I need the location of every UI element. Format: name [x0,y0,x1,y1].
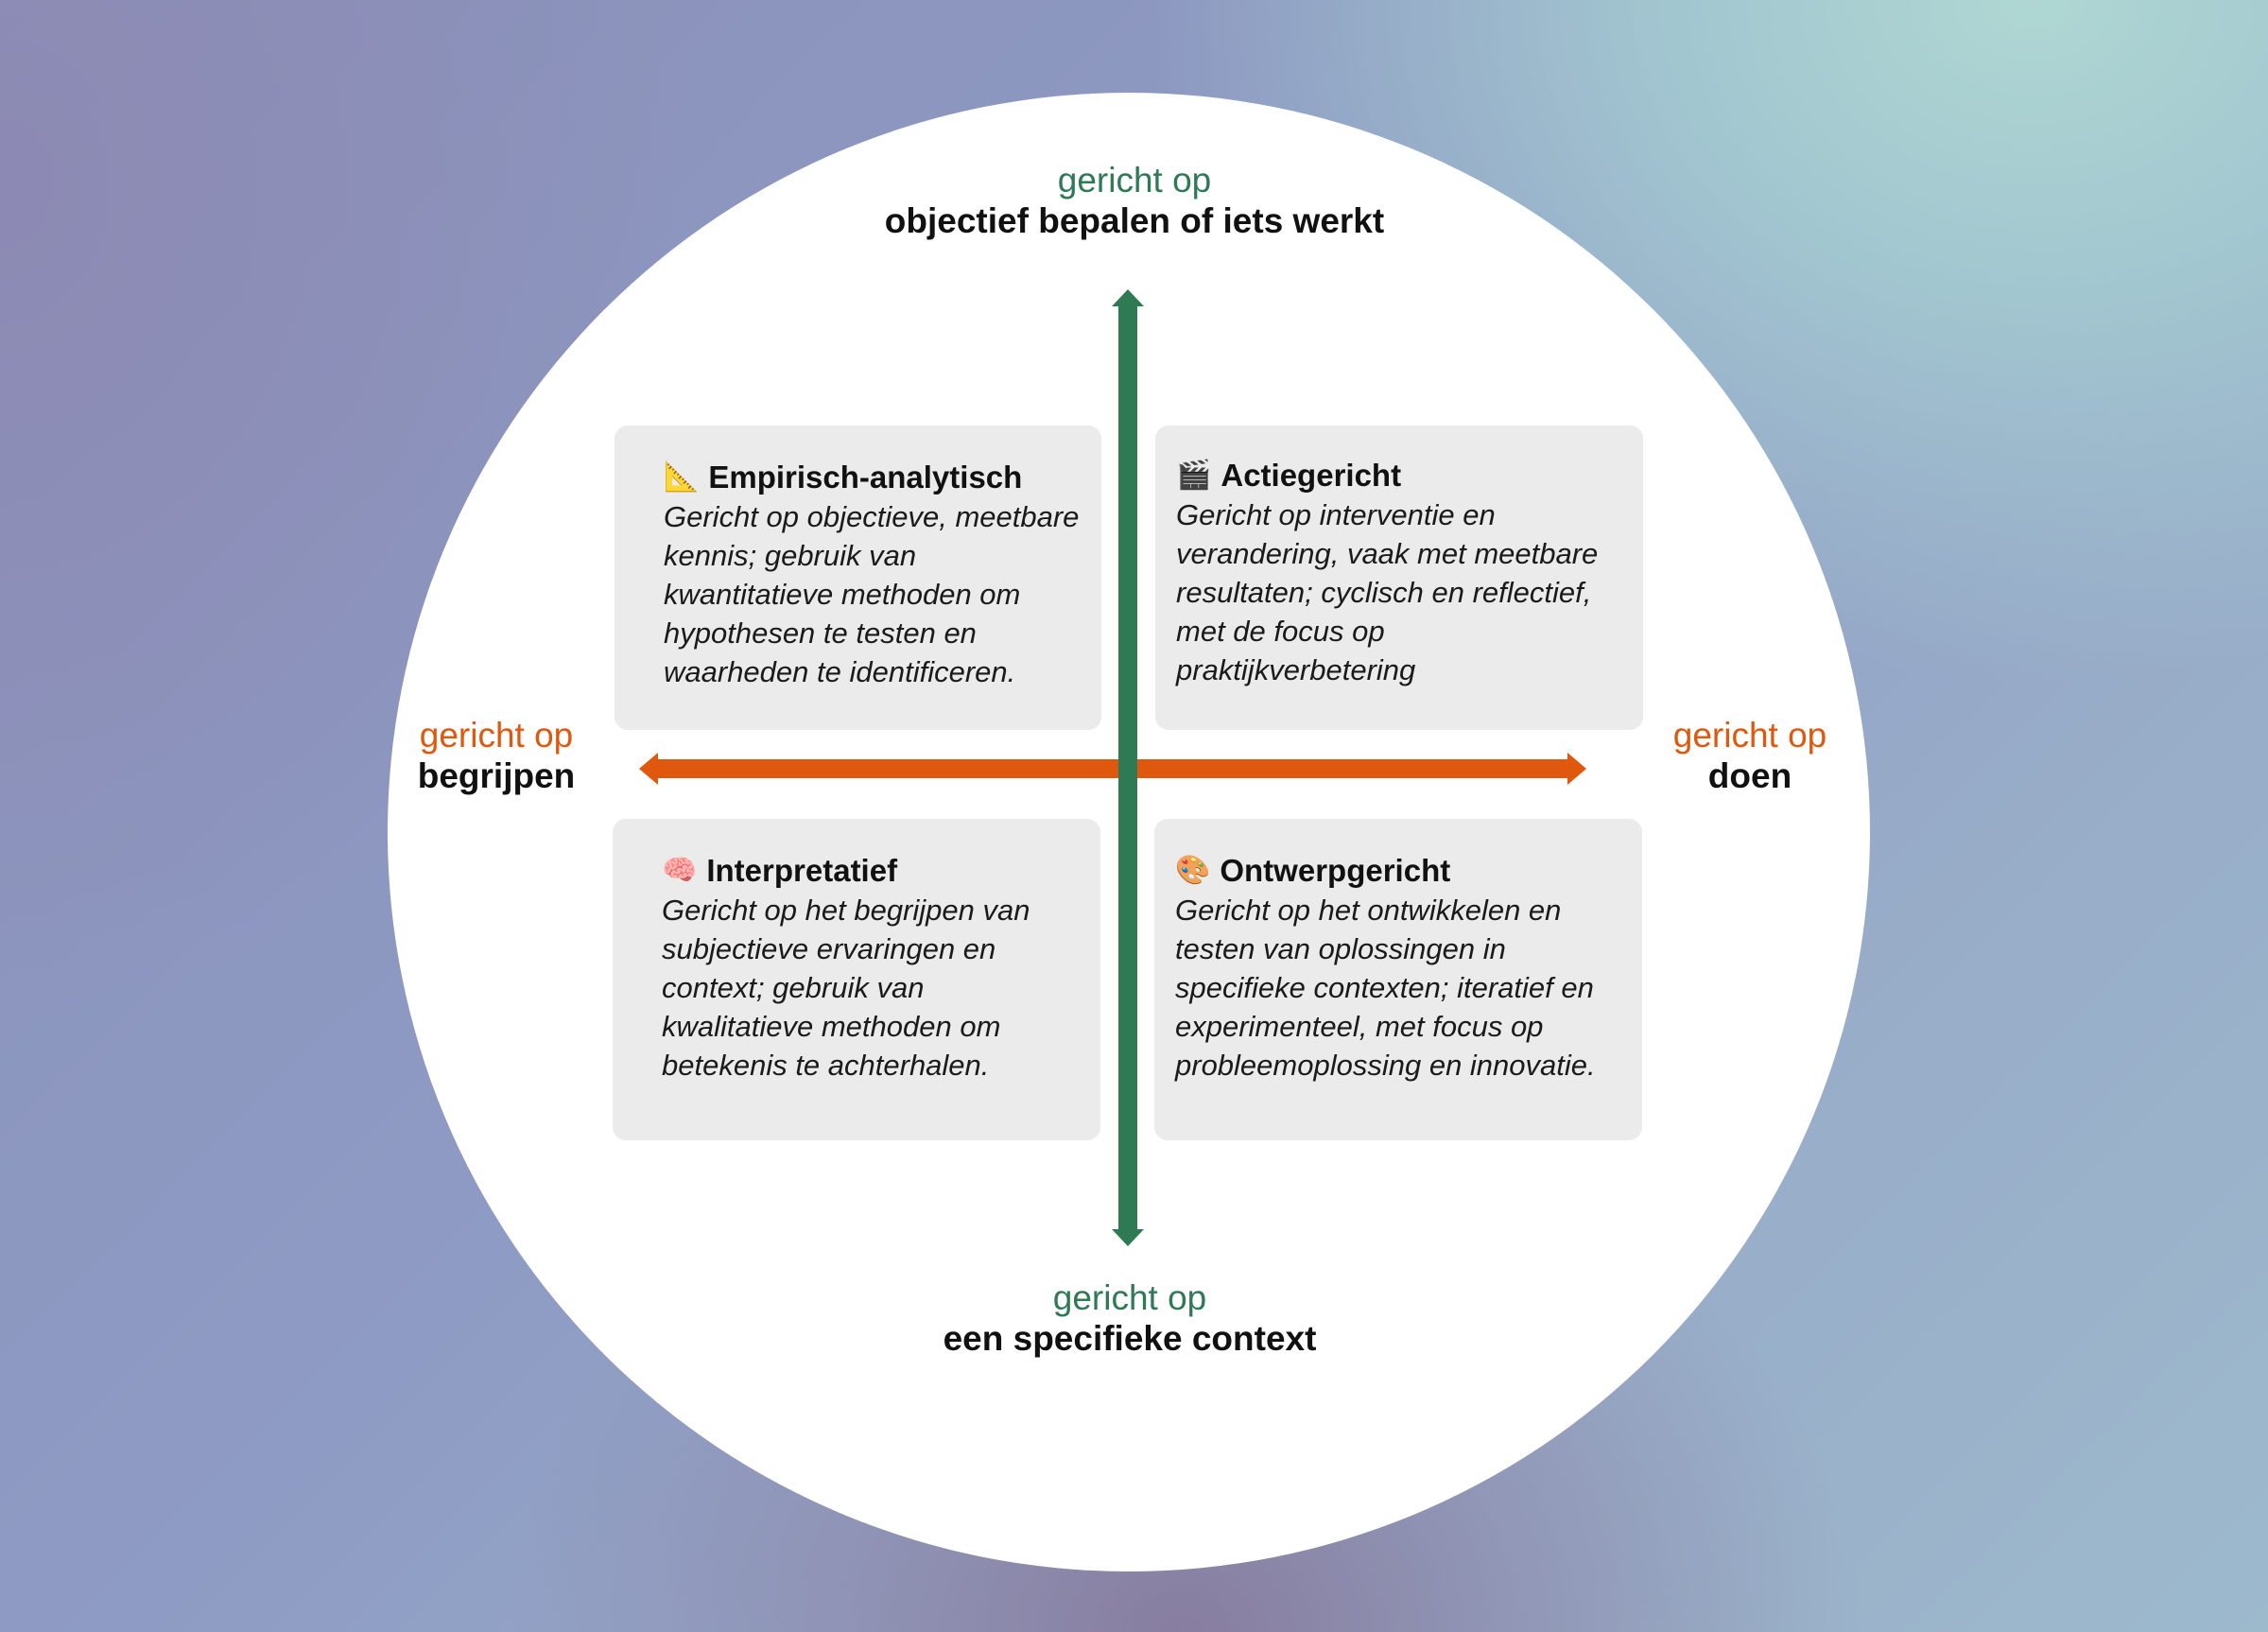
brain-icon: 🧠 [662,855,698,886]
bottom-axis-label: gericht op een specifieke context [851,1278,1409,1359]
horizontal-axis-arrow [639,753,1586,785]
right-axis-prefix: gericht op [1672,716,1827,755]
vertical-axis-arrow [1112,289,1144,1246]
top-axis-prefix: gericht op [1057,161,1212,200]
top-axis-label: gericht op objectief bepalen of iets wer… [832,161,1437,241]
left-axis-title: begrijpen [417,755,576,795]
quadrant-title: Ontwerpgericht [1220,853,1451,888]
right-axis-title: doen [1707,755,1792,795]
bottom-axis-prefix: gericht op [1052,1278,1207,1317]
quadrant-card-ontwerpgericht: 🎨 Ontwerpgericht Gericht op het ontwikke… [1154,819,1642,1140]
quadrant-title-row: 🧠 Interpretatief [662,853,1082,889]
quadrant-card-interpretatief: 🧠 Interpretatief Gericht op het begrijpe… [613,819,1100,1140]
quadrant-title-row: 🎨 Ontwerpgericht [1175,853,1623,889]
top-axis-title: objectief bepalen of iets werkt [884,200,1385,240]
triangular-ruler-icon: 📐 [664,461,700,493]
quadrant-card-actiegericht: 🎬 Actiegericht Gericht op interventie en… [1155,425,1643,730]
quadrant-description: Gericht op objectieve, meetbare kennis; … [664,500,1080,688]
quadrant-title: Interpretatief [706,853,898,888]
quadrant-title: Empirisch-analytisch [708,460,1023,495]
quadrant-description: Gericht op het begrijpen van subjectieve… [662,894,1030,1082]
left-axis-prefix: gericht op [419,716,574,755]
quadrant-description: Gericht op interventie en verandering, v… [1176,498,1599,686]
left-axis-label: gericht op begrijpen [378,716,615,796]
quadrant-title-row: 🎬 Actiegericht [1176,458,1624,494]
quadrant-title-row: 📐 Empirisch-analytisch [664,460,1082,495]
clapper-board-icon: 🎬 [1176,460,1212,491]
quadrant-description: Gericht op het ontwikkelen en testen van… [1175,894,1596,1082]
bottom-axis-title: een specifieke context [943,1318,1317,1358]
quadrant-card-empirisch-analytisch: 📐 Empirisch-analytisch Gericht op object… [615,425,1101,730]
right-axis-label: gericht op doen [1632,716,1868,796]
artist-palette-icon: 🎨 [1175,855,1211,886]
quadrant-title: Actiegericht [1221,458,1402,493]
